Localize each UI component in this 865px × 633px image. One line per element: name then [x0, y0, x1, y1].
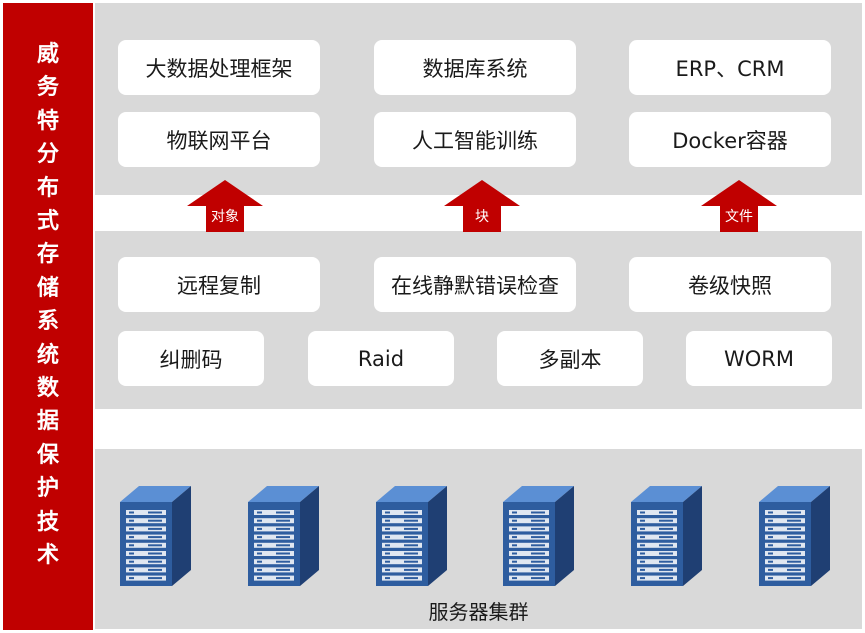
sidebar-title-char: 数	[36, 376, 59, 401]
app-box-iot: 物联网平台	[118, 112, 320, 167]
sidebar-title-char: 据	[36, 409, 59, 435]
sidebar-title-char: 储	[36, 275, 59, 301]
sidebar-title-char: 护	[36, 476, 59, 502]
app-box-database: 数据库系统	[374, 40, 576, 95]
server-rack-icon	[503, 486, 575, 586]
server-rack-icon	[631, 486, 703, 586]
sidebar-title-char: 技	[36, 509, 59, 535]
feature-box-silent-error-check: 在线静默错误检查	[374, 257, 576, 312]
sidebar-title-char: 式	[36, 209, 59, 234]
sidebar-title-char: 保	[36, 442, 59, 468]
up-arrow-icon: 对象	[187, 180, 263, 232]
sidebar-title-char: 存	[36, 242, 59, 268]
arrow-label-object: 对象	[211, 209, 239, 225]
sidebar-title-char: 术	[36, 543, 59, 568]
sidebar-title-bar: 威务特分布式存储系统数据保护技术	[3, 3, 93, 630]
feature-box-multi-replica: 多副本	[497, 331, 643, 386]
feature-box-remote-replication: 远程复制	[118, 257, 320, 312]
app-box-docker: Docker容器	[629, 112, 831, 167]
up-arrow-icon: 文件	[701, 180, 777, 232]
sidebar-title-char: 统	[36, 342, 59, 368]
up-arrow-icon: 块	[444, 180, 520, 232]
app-box-bigdata: 大数据处理框架	[118, 40, 320, 95]
sidebar-title-char: 务	[36, 75, 59, 101]
server-rack-icon	[759, 486, 830, 586]
feature-box-volume-snapshot: 卷级快照	[629, 257, 831, 312]
sidebar-title-char: 特	[36, 108, 59, 134]
arrow-label-file: 文件	[725, 209, 753, 225]
sidebar-title-char: 系	[36, 309, 59, 335]
feature-box-raid: Raid	[308, 331, 454, 386]
sidebar-title-char: 布	[36, 175, 59, 201]
server-cluster-band	[95, 449, 862, 629]
feature-box-erasure-code: 纠删码	[118, 331, 264, 386]
server-rack-icon	[375, 486, 447, 586]
feature-box-worm: WORM	[686, 331, 832, 386]
arrow-label-block: 块	[475, 209, 489, 225]
app-box-erp-crm: ERP、CRM	[629, 40, 831, 95]
server-cluster-label: 服务器集群	[428, 600, 529, 624]
sidebar-title-char: 威	[36, 42, 59, 67]
server-rack-icon	[247, 486, 319, 586]
server-rack-icon	[120, 486, 191, 586]
app-box-ai-training: 人工智能训练	[374, 112, 576, 167]
sidebar-title-char: 分	[36, 142, 59, 168]
